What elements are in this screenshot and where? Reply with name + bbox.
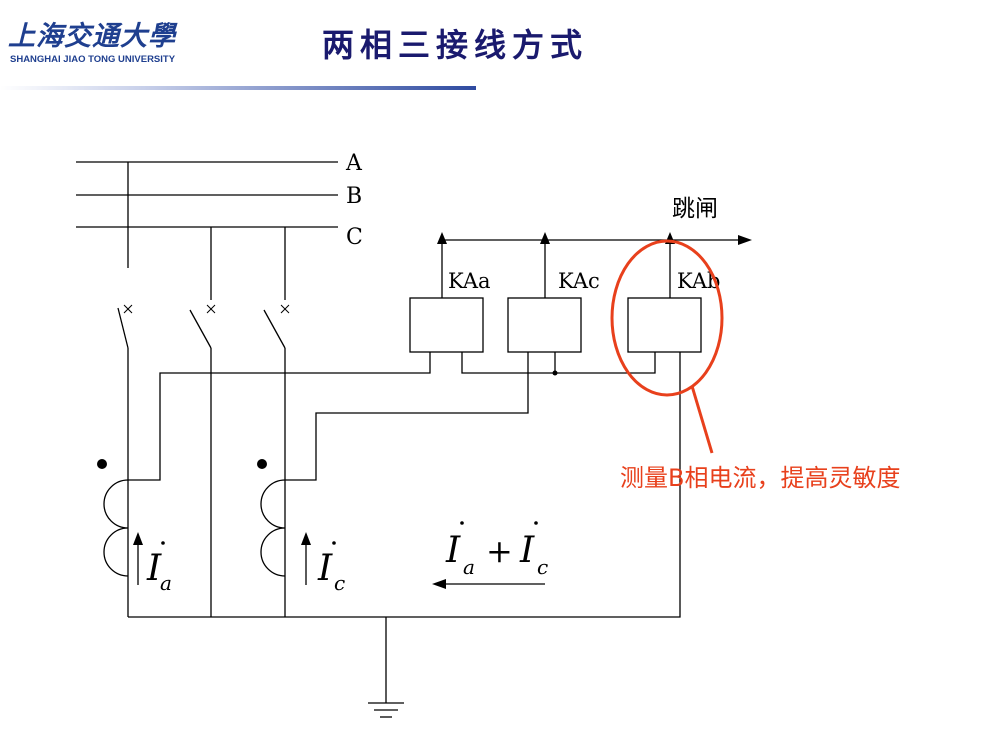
relay-box-kaa: [409, 297, 484, 353]
wires: [76, 161, 742, 718]
ct-coil-a: [103, 479, 129, 577]
switch-blade-a: [117, 307, 129, 349]
relay-label-kaa: KAa: [448, 269, 491, 293]
trip-label: 跳闸: [672, 196, 718, 222]
sum-arrowhead: [432, 579, 446, 589]
highlight-ellipse: [610, 239, 724, 397]
sum-plus: +: [486, 532, 513, 570]
bus-label-b: B: [346, 184, 362, 209]
ct-c-polarity-dot: [257, 459, 267, 469]
relay-label-kac: KAc: [558, 269, 600, 293]
wire-return: [128, 352, 681, 618]
bus-label-c: C: [346, 225, 363, 250]
university-logo: 上海交通大學 SHANGHAI JIAO TONG UNIVERSITY: [8, 14, 178, 70]
bus-label-a: A: [345, 151, 363, 176]
ia-subscript: a: [160, 571, 172, 595]
ic-dot: [332, 541, 336, 545]
ic-subscript: c: [334, 571, 345, 595]
kac-arrowhead: [540, 232, 550, 244]
current-labels: I a I c I a + I c: [146, 530, 548, 595]
sum-ic-subscript: c: [537, 555, 548, 579]
relay-boxes: [409, 297, 702, 353]
trip-arrowhead: [738, 235, 752, 245]
title-underline: [0, 86, 476, 90]
wire-cta-to-kaa: [128, 352, 431, 481]
wire-ctc-to-kac: [285, 352, 529, 481]
switch-b-cross-2: [206, 304, 216, 314]
sum-ic-symbol: I: [519, 530, 535, 571]
ia-arrowhead: [133, 532, 143, 545]
ct-a-polarity-dot: [97, 459, 107, 469]
sum-ia-dot: [460, 521, 464, 525]
relay-box-kac: [507, 297, 582, 353]
switch-crosses: [123, 304, 290, 314]
sum-ic-dot: [534, 521, 538, 525]
logo-chinese-name: 上海交通大學: [8, 21, 176, 52]
slide-title: 两相三接线方式: [322, 26, 589, 64]
switch-blade-b: [189, 309, 212, 349]
phasor-dots: [161, 521, 538, 545]
switch-blade-c: [263, 309, 286, 349]
markers: [97, 232, 752, 589]
highlight-pointer: [690, 385, 714, 454]
bus-labels: A B C: [345, 151, 363, 250]
switch-a-cross-2: [123, 304, 133, 314]
kaa-arrowhead: [437, 232, 447, 244]
ia-dot: [161, 541, 165, 545]
ic-symbol: I: [317, 548, 333, 589]
switch-c-cross-2: [280, 304, 290, 314]
ct-coil-c: [260, 479, 286, 577]
sum-ia-symbol: I: [445, 530, 461, 571]
annotation-text: 测量B相电流，提高灵敏度: [620, 464, 901, 492]
junction-dot: [552, 370, 558, 376]
relay-box-kab: [627, 297, 702, 353]
sum-ia-subscript: a: [463, 555, 475, 579]
ia-symbol: I: [146, 548, 162, 589]
logo-english-name: SHANGHAI JIAO TONG UNIVERSITY: [10, 54, 176, 65]
wire-neutral-common: [461, 352, 656, 374]
relay-labels: KAa KAc KAb: [448, 269, 720, 293]
ic-arrowhead: [301, 532, 311, 545]
